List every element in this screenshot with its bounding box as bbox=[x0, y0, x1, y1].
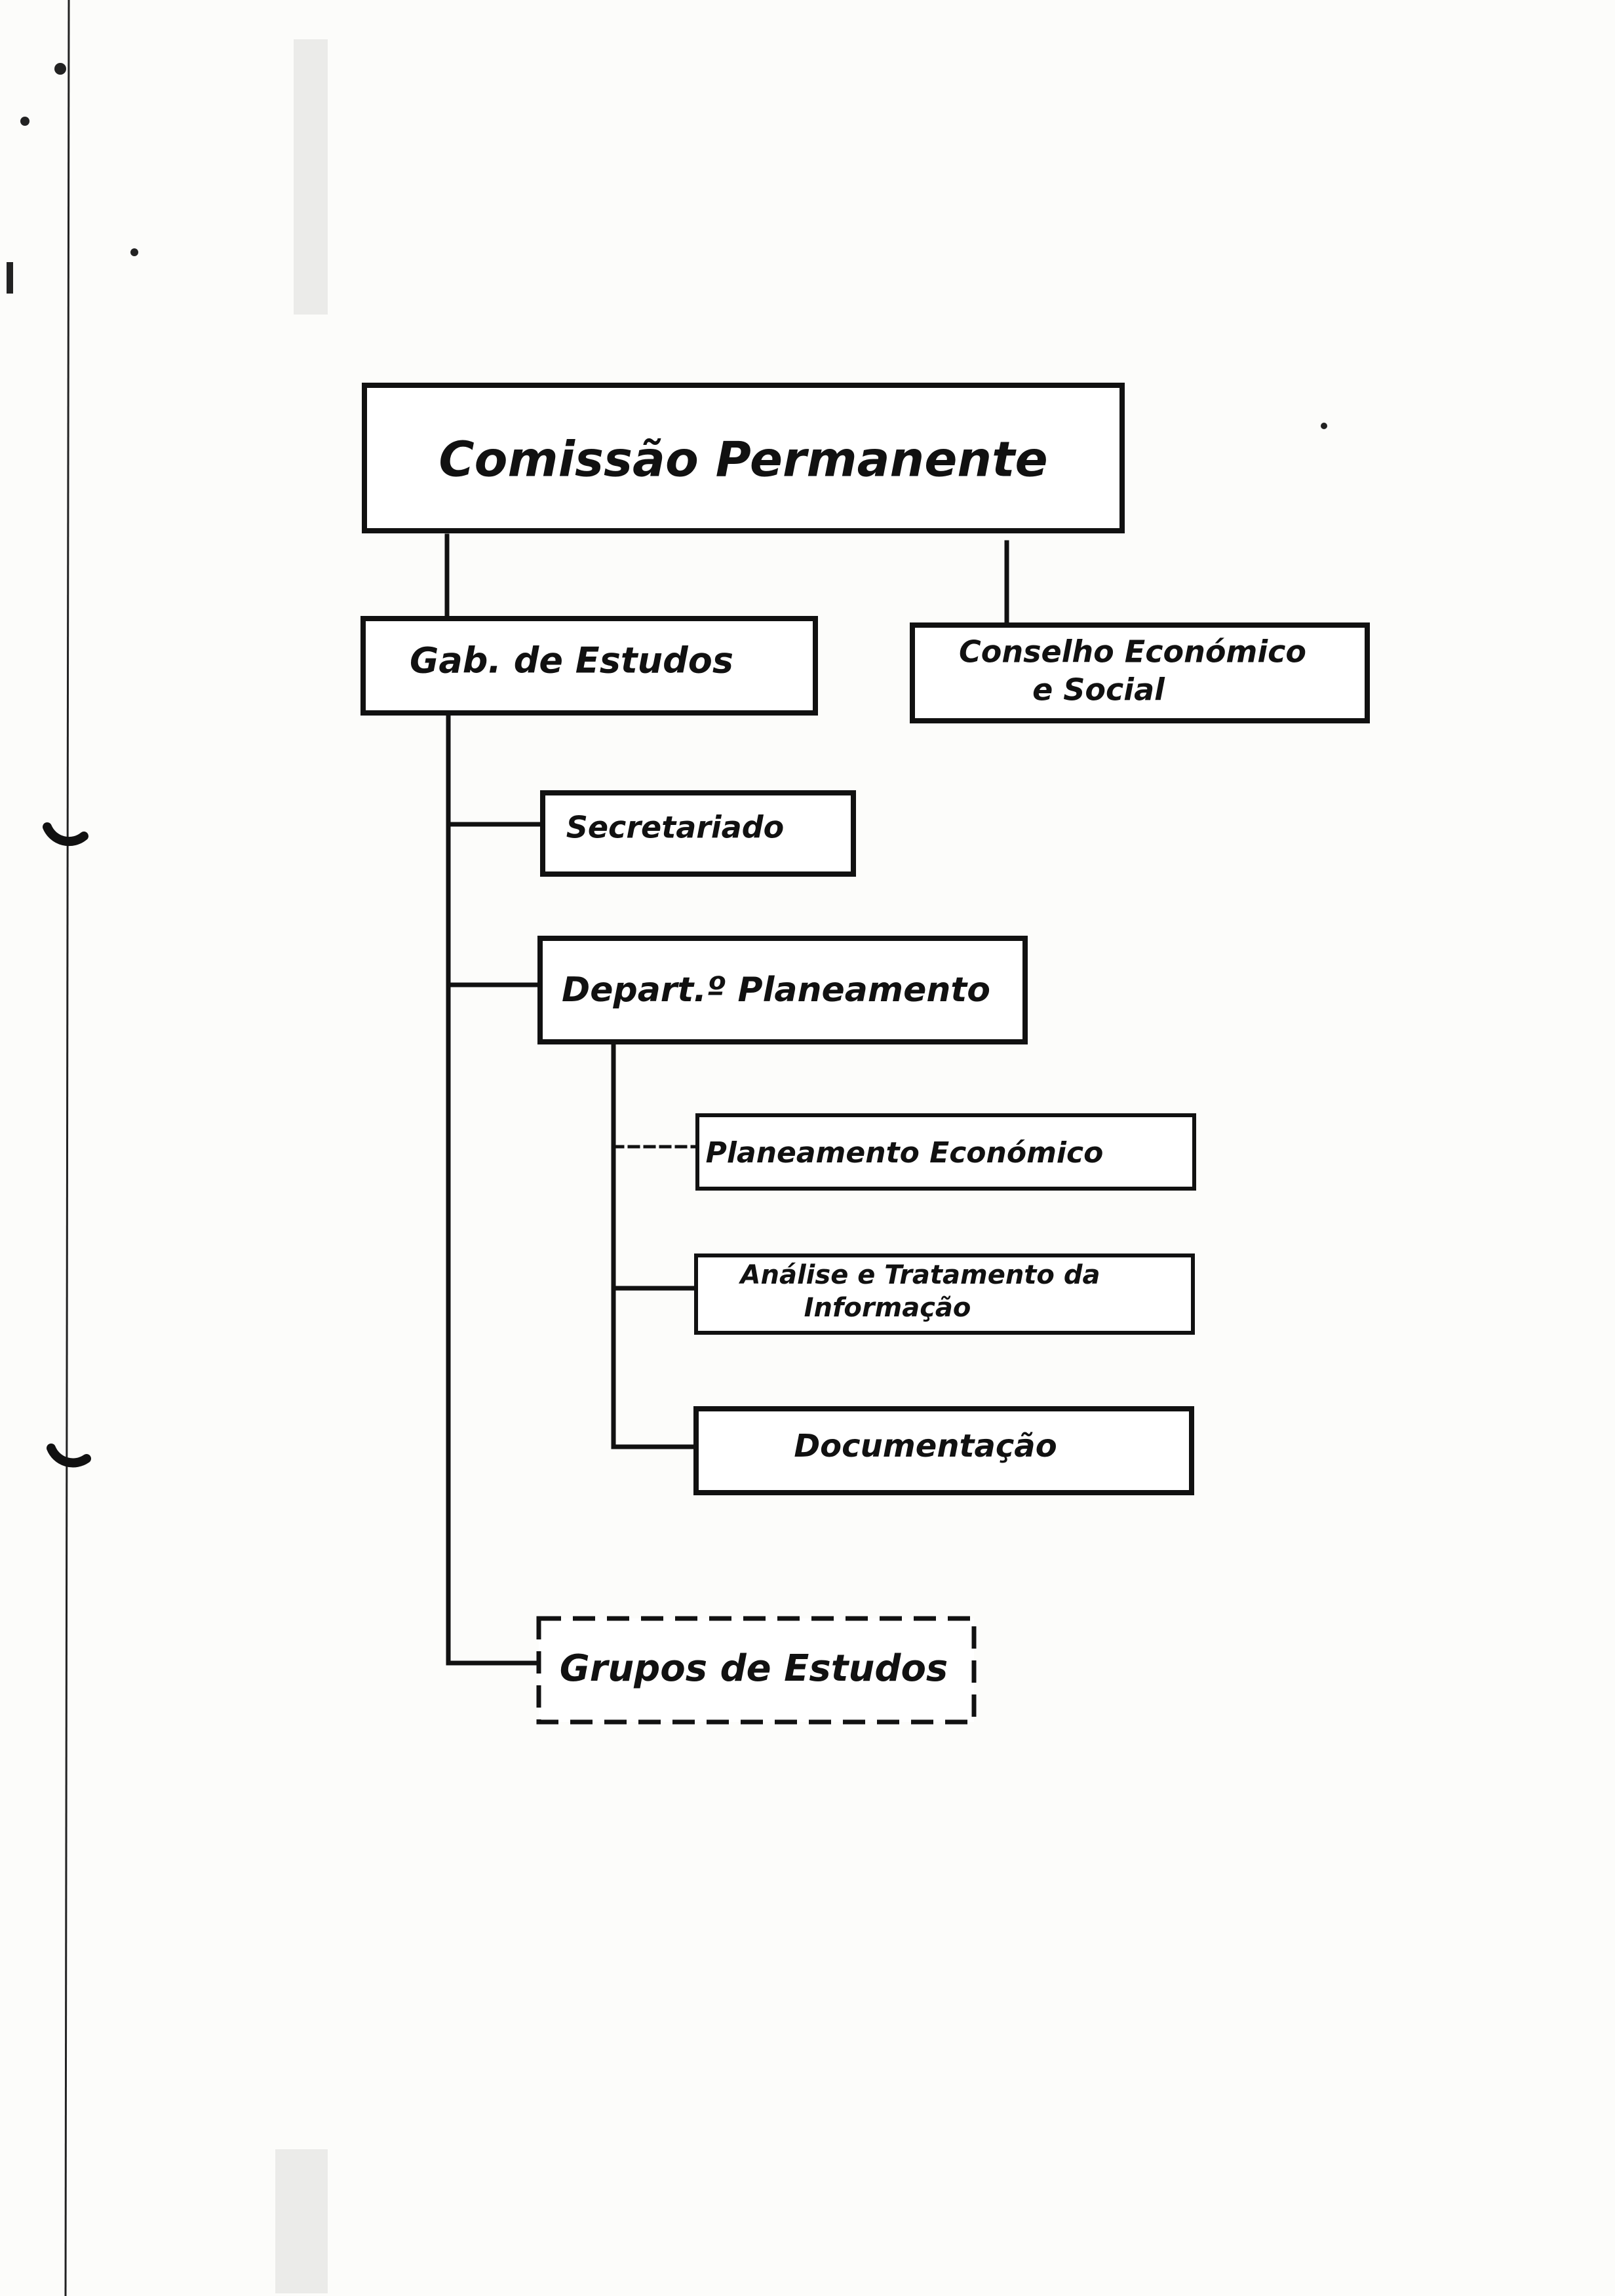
speck bbox=[130, 248, 138, 256]
node-label: e Social bbox=[1032, 672, 1165, 708]
node-label: Análise e Tratamento da bbox=[739, 1260, 1100, 1290]
node-label: Planeamento Económico bbox=[706, 1136, 1104, 1170]
speck bbox=[7, 262, 13, 294]
node-secretariado: Secretariado bbox=[540, 790, 856, 877]
node-label: Informação bbox=[804, 1293, 971, 1323]
node-grupos-estudos: Grupos de Estudos bbox=[536, 1616, 977, 1725]
node-departamento-planeamento: Depart.º Planeamento bbox=[537, 936, 1028, 1044]
node-label: Secretariado bbox=[566, 810, 785, 845]
speck bbox=[1321, 423, 1327, 429]
binder-edge bbox=[64, 0, 70, 2296]
node-conselho-economico-social: Conselho Económico e Social bbox=[910, 622, 1370, 723]
scan-noise-strip-bottom bbox=[275, 2149, 328, 2293]
scan-noise-strip-top bbox=[294, 39, 328, 315]
connectors bbox=[444, 533, 1009, 1666]
binder-ring-lower bbox=[47, 1444, 91, 1468]
node-documentacao: Documentação bbox=[693, 1406, 1194, 1495]
node-label: Gab. de Estudos bbox=[410, 640, 733, 681]
node-label: Depart.º Planeamento bbox=[562, 970, 990, 1010]
binder-ring-upper bbox=[43, 822, 88, 847]
node-label: Grupos de Estudos bbox=[560, 1647, 948, 1690]
speck bbox=[54, 63, 66, 75]
speck bbox=[20, 117, 29, 126]
node-analise-tratamento-informacao: Análise e Tratamento da Informação bbox=[694, 1253, 1195, 1335]
node-label: Comissão Permanente bbox=[438, 432, 1047, 488]
node-comissao-permanente: Comissão Permanente bbox=[362, 383, 1125, 533]
node-label: Conselho Económico bbox=[959, 634, 1306, 670]
node-gabinete-estudos: Gab. de Estudos bbox=[360, 616, 818, 716]
node-planeamento-economico: Planeamento Económico bbox=[695, 1113, 1196, 1191]
node-label: Documentação bbox=[794, 1428, 1057, 1464]
